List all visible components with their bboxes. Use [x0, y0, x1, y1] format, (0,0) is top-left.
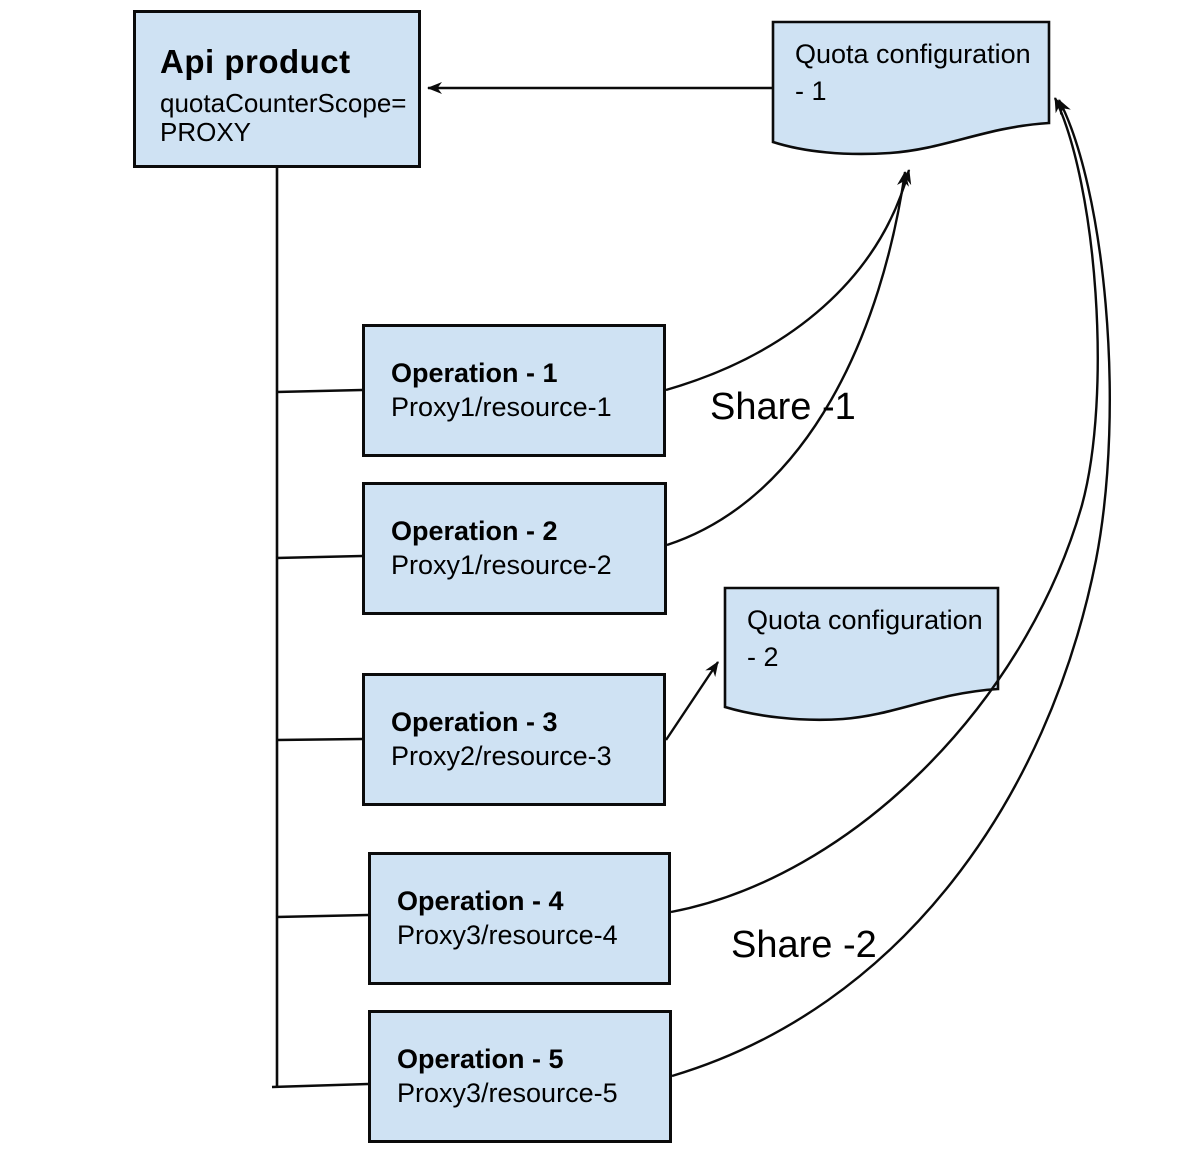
operation-1-node: Operation - 1 Proxy1/resource-1 — [362, 324, 666, 457]
operation-1-title: Operation - 1 — [391, 358, 558, 388]
operation-2-node: Operation - 2 Proxy1/resource-2 — [362, 482, 667, 615]
quota-config-2-shape — [723, 586, 1000, 722]
operation-5-title: Operation - 5 — [397, 1044, 564, 1074]
connector-operation2-to-quota1 — [666, 171, 909, 547]
operation-2-path: Proxy1/resource-2 — [391, 550, 612, 580]
branch-operation-3 — [275, 737, 363, 742]
branch-operation-2 — [275, 554, 363, 560]
connector-operation3-to-quota2 — [665, 661, 719, 741]
operation-5-path: Proxy3/resource-5 — [397, 1078, 618, 1108]
api-product-title: Api product — [160, 43, 351, 80]
api-product-node: Api product quotaCounterScope= PROXY — [133, 10, 421, 168]
operation-4-title: Operation - 4 — [397, 886, 564, 916]
operation-4-path: Proxy3/resource-4 — [397, 920, 618, 950]
api-product-scope-line2: PROXY — [160, 117, 252, 147]
branch-operation-4 — [275, 913, 369, 919]
api-product-scope-line1: quotaCounterScope= — [160, 88, 407, 118]
quota-config-1-shape — [771, 20, 1051, 156]
operation-4-node: Operation - 4 Proxy3/resource-4 — [368, 852, 671, 985]
share-2-label: Share -2 — [731, 924, 877, 966]
quota-config-1-label: Quota configuration - 1 — [795, 39, 1031, 106]
operation-3-title: Operation - 3 — [391, 707, 558, 737]
operation-1-path: Proxy1/resource-1 — [391, 392, 612, 422]
branch-operation-5 — [271, 1082, 369, 1089]
connector-operation1-to-quota1 — [665, 169, 912, 392]
share-1-label: Share -1 — [710, 386, 856, 428]
operation-3-path: Proxy2/resource-3 — [391, 741, 612, 771]
connector-operation4-to-quota1 — [670, 97, 1099, 914]
connector-operation5-to-quota1 — [671, 99, 1111, 1078]
operation-2-title: Operation - 2 — [391, 516, 558, 546]
quota-config-2-label: Quota configuration - 2 — [747, 605, 983, 672]
branch-operation-1 — [275, 388, 363, 394]
operation-5-node: Operation - 5 Proxy3/resource-5 — [368, 1010, 672, 1143]
operation-3-node: Operation - 3 Proxy2/resource-3 — [362, 673, 666, 806]
